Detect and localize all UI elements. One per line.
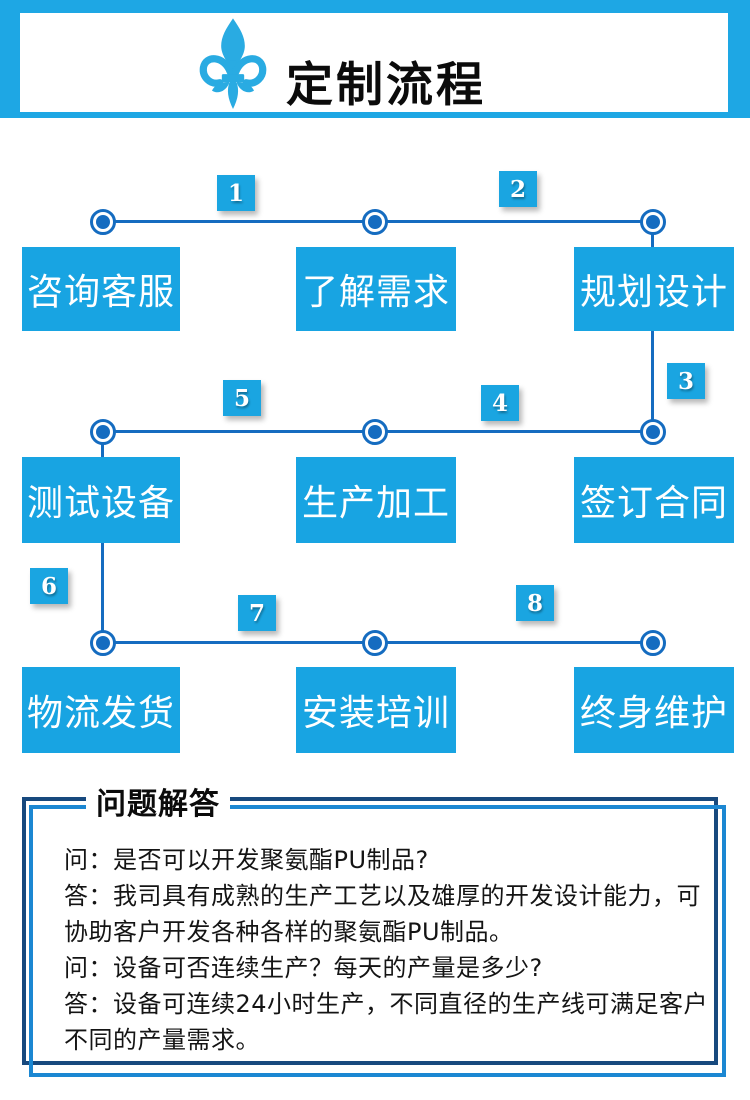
node-dot xyxy=(646,215,660,229)
step-badge-5: 5 xyxy=(223,380,261,416)
node-dot xyxy=(646,425,660,439)
page-title: 定制流程 xyxy=(286,58,486,113)
fleur-de-lis-icon xyxy=(199,18,267,109)
step-box-production: 生产加工 xyxy=(296,457,456,543)
step-badge-3: 3 xyxy=(667,363,705,399)
node-dot xyxy=(368,636,382,650)
node-dot xyxy=(368,425,382,439)
node-circle xyxy=(362,630,388,656)
qa-answer-2: 答：设备可连续24小时生产，不同直径的生产线可满足客户不同的产量需求。 xyxy=(64,990,709,1054)
step-box-consult: 咨询客服 xyxy=(22,247,180,331)
node-circle xyxy=(640,209,666,235)
step-badge-2: 2 xyxy=(499,171,537,207)
qa-title: 问题解答 xyxy=(86,779,230,823)
step-box-maintenance: 终身维护 xyxy=(574,667,734,753)
step-badge-4: 4 xyxy=(481,385,519,421)
qa-frame-inner xyxy=(29,805,726,1077)
node-circle xyxy=(90,419,116,445)
qa-frame-outer xyxy=(22,797,718,1065)
node-dot xyxy=(96,425,110,439)
step-box-shipping: 物流发货 xyxy=(22,667,180,753)
step-badge-6: 6 xyxy=(30,568,68,604)
node-dot xyxy=(368,215,382,229)
step-box-design: 规划设计 xyxy=(574,247,734,331)
step-box-requirements: 了解需求 xyxy=(296,247,456,331)
qa-question-1: 问：是否可以开发聚氨酯PU制品? xyxy=(64,846,429,874)
step-badge-1: 1 xyxy=(217,175,255,211)
qa-body: 问：是否可以开发聚氨酯PU制品? 答：我司具有成熟的生产工艺以及雄厚的开发设计能… xyxy=(64,842,716,1058)
node-circle xyxy=(362,209,388,235)
node-circle xyxy=(362,419,388,445)
step-box-testing: 测试设备 xyxy=(22,457,180,543)
node-dot xyxy=(96,636,110,650)
node-circle xyxy=(90,209,116,235)
step-badge-7: 7 xyxy=(238,595,276,631)
qa-question-2: 问：设备可否连续生产？每天的产量是多少? xyxy=(64,954,543,982)
header-panel: 定制流程 xyxy=(20,13,728,113)
node-circle xyxy=(640,630,666,656)
header-banner: 定制流程 xyxy=(0,0,750,118)
step-box-contract: 签订合同 xyxy=(574,457,734,543)
step-box-training: 安装培训 xyxy=(296,667,456,753)
node-circle xyxy=(640,419,666,445)
node-dot xyxy=(646,636,660,650)
qa-answer-1: 答：我司具有成熟的生产工艺以及雄厚的开发设计能力，可协助客户开发各种各样的聚氨酯… xyxy=(64,882,701,946)
node-circle xyxy=(90,630,116,656)
node-dot xyxy=(96,215,110,229)
step-badge-8: 8 xyxy=(516,585,554,621)
